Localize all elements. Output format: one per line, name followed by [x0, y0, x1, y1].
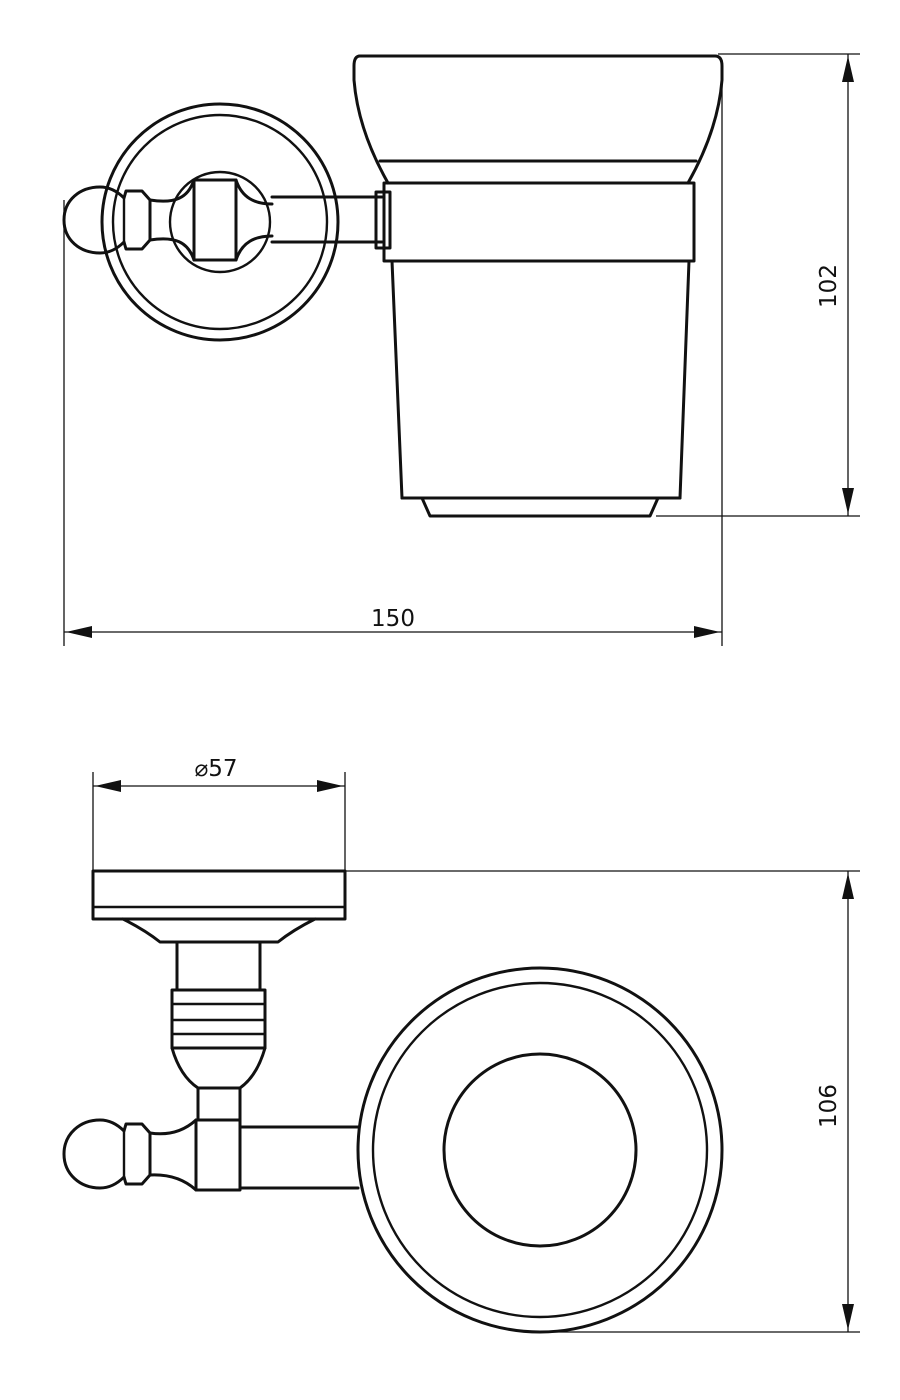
tumbler-top-view — [356, 966, 724, 1334]
dimension-height-102: 102 — [656, 53, 860, 517]
tumbler-cup — [352, 54, 724, 518]
ferrule — [148, 178, 274, 262]
knob-finial-top — [62, 1118, 198, 1192]
knob-finial — [62, 185, 152, 255]
dimension-width-150: 150 — [63, 60, 723, 646]
dimension-diameter-57: ⌀57 — [92, 756, 346, 871]
wall-plate — [91, 869, 347, 944]
wall-rosette — [100, 102, 340, 342]
holder-ring — [382, 181, 696, 263]
front-view — [62, 54, 724, 518]
dimension-label-102: 102 — [816, 264, 842, 308]
top-view — [62, 869, 724, 1334]
post — [170, 940, 267, 1122]
dimension-label-d57: ⌀57 — [194, 756, 237, 782]
support-arm-top — [194, 1118, 360, 1192]
dimension-label-150: 150 — [371, 606, 415, 632]
support-arm — [270, 190, 392, 250]
dimension-label-106: 106 — [816, 1084, 842, 1128]
dimension-depth-106: 106 — [345, 870, 860, 1333]
